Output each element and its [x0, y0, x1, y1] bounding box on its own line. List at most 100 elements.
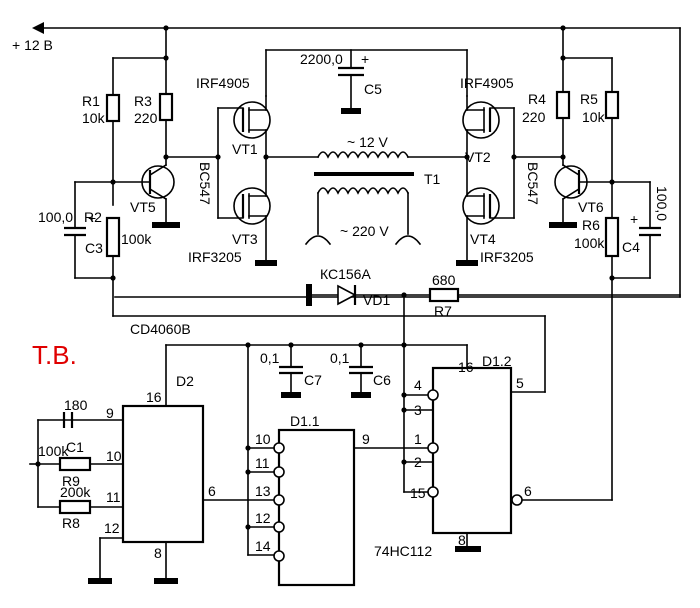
ic-d1-1: D1.1 10 11 13 12 14 9	[245, 413, 434, 587]
svg-text:D1.2: D1.2	[482, 353, 512, 369]
svg-text:12: 12	[104, 520, 120, 536]
svg-text:IRF4905: IRF4905	[196, 75, 250, 91]
ground-icon	[152, 222, 180, 228]
left-driver: R1 10k R3 220 VT5 BC547 + 100,0 C3 R2	[38, 25, 546, 393]
svg-text:+: +	[361, 51, 369, 67]
supply-rail: + 12 В	[12, 22, 681, 298]
svg-text:9: 9	[106, 405, 114, 421]
svg-text:1: 1	[414, 431, 422, 447]
svg-text:VT2: VT2	[465, 149, 491, 165]
svg-text:VD1: VD1	[363, 292, 390, 308]
svg-text:R1: R1	[82, 93, 100, 109]
svg-text:R9: R9	[62, 473, 80, 489]
svg-text:100k: 100k	[38, 443, 69, 459]
svg-text:IRF3205: IRF3205	[480, 249, 534, 265]
ground-icon	[255, 260, 277, 266]
svg-text:~ 220 V: ~ 220 V	[340, 223, 389, 239]
svg-text:VT3: VT3	[232, 231, 258, 247]
svg-text:T1: T1	[424, 171, 441, 187]
ground-icon	[281, 392, 301, 398]
ground-icon	[154, 578, 178, 584]
supply-arrow-icon	[32, 22, 44, 34]
svg-text:100k: 100k	[574, 235, 605, 251]
svg-text:74HC112: 74HC112	[374, 543, 432, 559]
svg-text:14: 14	[255, 538, 271, 554]
svg-text:11: 11	[106, 489, 121, 505]
svg-text:8: 8	[154, 545, 162, 561]
svg-text:180: 180	[64, 397, 88, 413]
resistor-r2	[105, 216, 121, 258]
svg-text:200k: 200k	[60, 484, 91, 500]
svg-text:5: 5	[516, 375, 524, 391]
resistor-r3	[158, 92, 174, 122]
svg-text:100k: 100k	[121, 231, 152, 247]
svg-text:C4: C4	[622, 239, 640, 255]
ground-icon	[306, 284, 312, 306]
svg-text:12: 12	[255, 510, 271, 526]
supply-label: + 12 В	[12, 37, 53, 53]
svg-text:9: 9	[362, 431, 370, 447]
svg-text:15: 15	[410, 485, 426, 501]
zener-vd1	[337, 284, 357, 306]
ground-icon	[549, 222, 577, 228]
ground-icon	[351, 392, 371, 398]
svg-text:10: 10	[106, 448, 122, 464]
resistor-r9	[58, 456, 92, 472]
transformer-t1: ~ 12 V ~ 220 V T1	[265, 134, 468, 246]
svg-text:0,1: 0,1	[260, 350, 280, 366]
logic-bus: 0,1 C7 0,1 C6	[165, 342, 468, 556]
svg-text:13: 13	[255, 483, 271, 499]
ground-icon	[88, 578, 112, 584]
svg-text:220: 220	[522, 109, 546, 125]
svg-text:2200,0: 2200,0	[300, 51, 343, 67]
svg-text:16: 16	[146, 389, 162, 405]
svg-text:2: 2	[414, 454, 422, 470]
corner-note: T.B.	[32, 340, 77, 370]
svg-text:R3: R3	[134, 93, 152, 109]
svg-text:220: 220	[134, 110, 158, 126]
svg-text:C1: C1	[66, 439, 84, 455]
svg-text:VT5: VT5	[130, 199, 156, 215]
svg-text:R6: R6	[582, 217, 600, 233]
resistor-r8	[58, 499, 92, 515]
d2-part-label: CD4060B	[130, 321, 191, 337]
svg-text:R7: R7	[434, 303, 452, 319]
svg-text:10: 10	[255, 431, 271, 447]
svg-text:IRF3205: IRF3205	[188, 249, 242, 265]
ground-icon	[456, 260, 478, 266]
svg-text:BC547: BC547	[525, 162, 541, 205]
svg-text:+: +	[88, 210, 96, 226]
svg-text:VT1: VT1	[232, 141, 258, 157]
svg-text:10k: 10k	[82, 110, 106, 126]
resistor-r4	[555, 90, 571, 120]
svg-text:0,1: 0,1	[330, 350, 350, 366]
svg-text:C5: C5	[364, 81, 382, 97]
ic-d1-2: D1.2 16 4 3 1 2 15 5 6 8 74HC112	[374, 353, 532, 559]
ic-d2: D2 16 9 180 C1 10 100k R9 11 200k R8 12 …	[29, 373, 275, 584]
svg-text:100,0: 100,0	[38, 209, 73, 225]
svg-text:R2: R2	[84, 209, 102, 225]
svg-text:+: +	[630, 211, 638, 227]
svg-text:D1.1: D1.1	[290, 413, 320, 429]
svg-text:11: 11	[255, 455, 270, 471]
right-driver: R4 220 R5 10k VT6 BC547 + 100,0 C4 R6	[513, 25, 670, 501]
svg-text:6: 6	[208, 483, 216, 499]
svg-text:4: 4	[414, 377, 422, 393]
svg-text:100,0: 100,0	[654, 186, 670, 221]
svg-text:C7: C7	[304, 372, 322, 388]
resistor-r6	[604, 216, 620, 258]
svg-text:D2: D2	[176, 373, 194, 389]
resistor-r7	[428, 287, 460, 303]
svg-text:R4: R4	[528, 91, 546, 107]
ground-icon	[341, 108, 361, 114]
svg-text:C3: C3	[85, 240, 103, 256]
svg-text:VT6: VT6	[578, 199, 604, 215]
svg-text:R8: R8	[62, 515, 80, 531]
svg-text:8: 8	[458, 532, 466, 548]
ground-icon	[455, 546, 481, 552]
svg-text:680: 680	[432, 272, 456, 288]
svg-text:C6: C6	[373, 372, 391, 388]
svg-text:3: 3	[414, 402, 422, 418]
svg-text:IRF4905: IRF4905	[460, 75, 514, 91]
